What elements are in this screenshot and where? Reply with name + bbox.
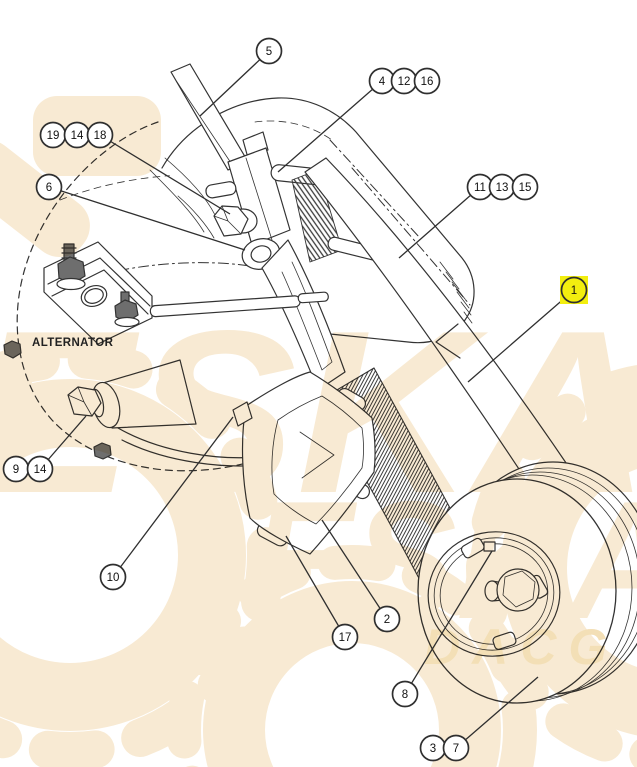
watermark-brand-small: ESKA	[250, 466, 637, 654]
clamp-bolt	[213, 205, 258, 237]
callout-10	[99, 563, 127, 591]
callout-5	[255, 37, 283, 65]
leader-line-10	[112, 416, 234, 578]
callout-17	[331, 623, 359, 651]
leader-line-17	[285, 535, 346, 638]
callout-number-1: 1	[571, 285, 577, 297]
callout-15	[511, 173, 539, 201]
housing-hatch	[439, 261, 473, 324]
leader-line-2	[321, 519, 388, 620]
callout-number-17: 17	[339, 632, 352, 644]
leader-line-6	[48, 186, 246, 251]
watermark-layer: ESKA ESKA DACG	[0, 96, 637, 767]
leader-line-18	[99, 134, 231, 215]
callout-number-6: 6	[46, 182, 52, 194]
callout-number-2: 2	[384, 614, 390, 626]
callout-16	[413, 67, 441, 95]
callout-number-9: 9	[13, 464, 19, 476]
callout-7	[442, 734, 470, 762]
through-bolt	[149, 291, 329, 318]
callout-number-15: 15	[519, 182, 532, 194]
callout-number-14: 14	[34, 464, 47, 476]
leader-line-4	[277, 80, 383, 173]
callout-1	[560, 276, 588, 304]
bracket-tab	[232, 401, 253, 427]
callout-number-4: 4	[379, 76, 386, 88]
callout-number-18: 18	[94, 130, 107, 142]
callout-number-13: 13	[496, 182, 509, 194]
callout-number-12: 12	[398, 76, 411, 88]
watermark-brand-large: ESKA	[0, 283, 637, 542]
gear-icon	[466, 365, 637, 767]
callout-number-11: 11	[474, 182, 486, 194]
callout-number-3: 3	[430, 743, 436, 755]
leader-line-1	[467, 289, 575, 383]
gear-icon	[0, 340, 285, 767]
callout-number-7: 7	[453, 743, 459, 755]
callout-number-10: 10	[107, 572, 120, 584]
callout-number-19: 19	[47, 130, 60, 142]
callout-18	[86, 121, 114, 149]
callout-6	[35, 173, 63, 201]
alternator-label: ALTERNATOR	[32, 337, 114, 349]
leader-line-11	[398, 186, 481, 259]
terminal-stud-2	[114, 291, 140, 328]
callout-14	[26, 455, 54, 483]
leader-line-7	[455, 676, 539, 749]
callout-number-8: 8	[402, 689, 408, 701]
leader-line-5	[199, 50, 270, 117]
leader-line-8	[404, 550, 493, 695]
callout-number-16: 16	[421, 76, 434, 88]
callout-8	[391, 680, 419, 708]
callout-leader-lines	[39, 50, 575, 749]
watermark-band	[0, 139, 90, 257]
mounting-bracket	[232, 371, 376, 555]
callout-2	[373, 605, 401, 633]
gear-icon	[167, 545, 537, 767]
watermark-subtext: DACG	[424, 619, 619, 675]
callout-number-5: 5	[266, 46, 272, 58]
callout-number-14: 14	[71, 130, 84, 142]
